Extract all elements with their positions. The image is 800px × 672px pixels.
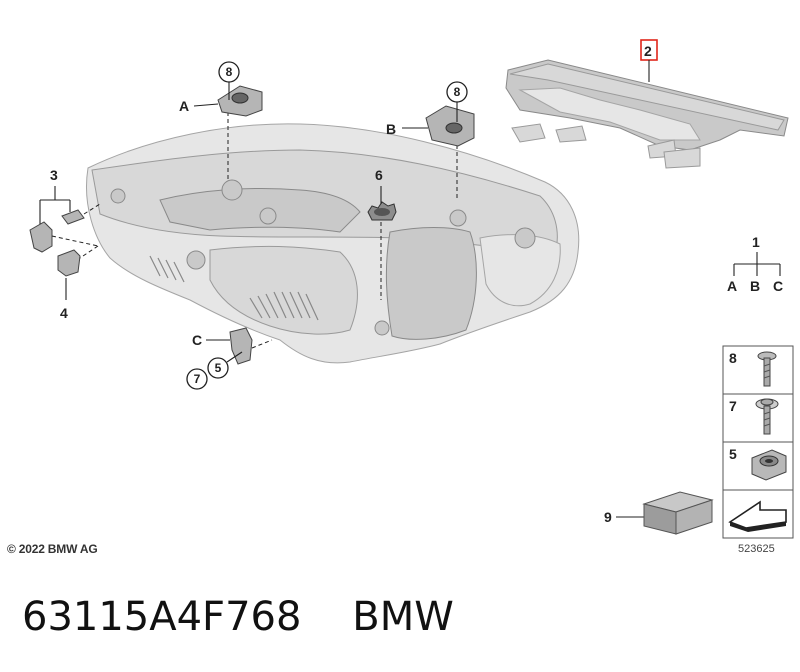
assembly-tree-1: 1 A B C bbox=[727, 234, 783, 294]
bracket-b bbox=[425, 105, 475, 200]
tree-letter-c: C bbox=[773, 278, 783, 294]
part-number-9: 9 bbox=[604, 509, 612, 525]
screw-icon bbox=[757, 351, 777, 387]
part-number-6: 6 bbox=[375, 167, 383, 183]
callout-4: 4 bbox=[60, 278, 68, 321]
tree-letter-b: B bbox=[750, 278, 760, 294]
part-number-8b: 8 bbox=[454, 85, 461, 99]
callout-c-5-7: C 5 7 bbox=[186, 332, 243, 390]
letter-c: C bbox=[192, 332, 202, 348]
part-number-3: 3 bbox=[50, 167, 58, 183]
fastener-part-6 bbox=[367, 201, 397, 300]
parts-diagram: 8 A 8 B 6 2 3 4 C 5 bbox=[29, 39, 794, 539]
callout-8-a: 8 A bbox=[179, 61, 240, 114]
callout-6: 6 bbox=[375, 167, 383, 204]
letter-a: A bbox=[179, 98, 189, 114]
callout-3: 3 bbox=[39, 167, 71, 224]
part-number-2: 2 bbox=[644, 43, 652, 59]
part-number-5: 5 bbox=[215, 361, 222, 375]
legend-number-5: 5 bbox=[729, 446, 737, 462]
bracket-c bbox=[229, 327, 273, 365]
cover-strip-part-2 bbox=[505, 59, 789, 169]
letter-b: B bbox=[386, 121, 396, 137]
small-parts-legend: 8 7 5 bbox=[722, 345, 794, 539]
part-number-7: 7 bbox=[194, 372, 201, 386]
tree-letter-a: A bbox=[727, 278, 737, 294]
part-number-1: 1 bbox=[752, 234, 760, 250]
arrow-icon bbox=[728, 500, 787, 532]
callout-9: 9 bbox=[604, 491, 714, 535]
connector-part-3 bbox=[29, 203, 101, 253]
connector-part-4 bbox=[51, 235, 99, 277]
legend-number-7: 7 bbox=[729, 398, 737, 414]
part-number-4: 4 bbox=[60, 305, 68, 321]
legend-number-8: 8 bbox=[729, 350, 737, 366]
headlight-housing bbox=[86, 123, 580, 364]
copyright-notice: © 2022 BMW AG bbox=[7, 542, 98, 556]
clip-nut-icon bbox=[751, 449, 787, 481]
callout-8-b: 8 B bbox=[386, 81, 468, 137]
callout-2: 2 bbox=[640, 39, 658, 82]
drawing-id: 523625 bbox=[738, 543, 775, 555]
package-box-icon bbox=[642, 491, 714, 535]
part-number-caption: 63115A4F768 BMW bbox=[22, 594, 454, 640]
part-number-8a: 8 bbox=[226, 65, 233, 79]
washer-screw-icon bbox=[755, 398, 779, 435]
